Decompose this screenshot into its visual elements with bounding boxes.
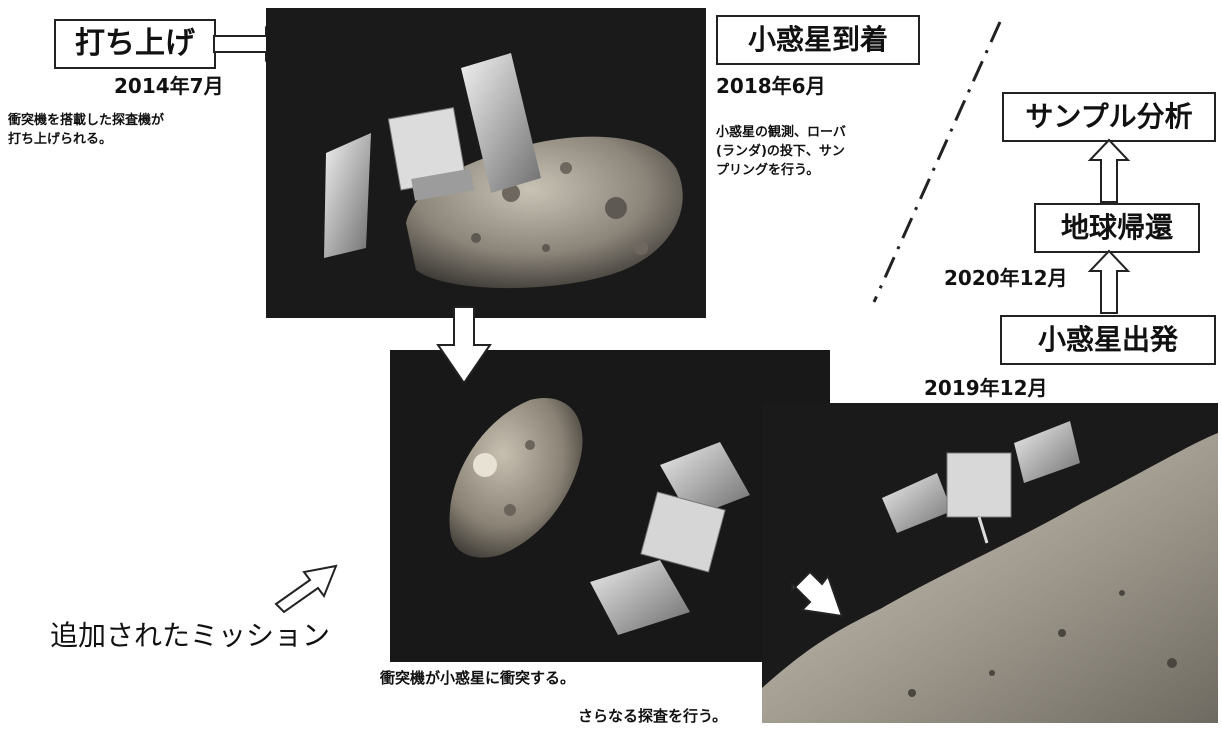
return-date: 2020年12月 — [944, 266, 1068, 290]
right-arrow-icon — [791, 570, 844, 618]
arrival-note-line-2: (ランダ)の投下、サン — [716, 143, 845, 159]
probe-body — [640, 491, 726, 573]
solar-panel-bottom — [590, 560, 690, 635]
launch-label: 打ち上げ — [75, 26, 195, 61]
impact-caption: 衝突機が小惑星に衝突する。 — [380, 669, 576, 687]
arrival-note: 小惑星の観測、ローバ (ランダ)の投下、サン プリングを行う。 — [716, 124, 846, 181]
launch-date: 2014年7月 — [114, 74, 224, 98]
arrival-note-line-1: 小惑星の観測、ローバ — [716, 125, 846, 140]
return-label: 地球帰還 — [1060, 211, 1173, 244]
photo-surface-exploration — [762, 403, 1218, 723]
solar-panel-right — [1014, 421, 1080, 483]
divider-line — [872, 21, 1002, 303]
arrival-date: 2018年6月 — [716, 74, 826, 98]
analysis-label-box: サンプル分析 — [1002, 92, 1216, 142]
departure-date: 2019年12月 — [924, 376, 1048, 400]
arrival-label: 小惑星到着 — [747, 23, 888, 56]
up-arrow-icon — [1087, 249, 1131, 314]
launch-note-line-1: 衝突機を搭載した探査機が — [8, 113, 165, 128]
launch-note-line-2: 打ち上げられる。 — [8, 131, 113, 147]
solar-panel-top — [461, 53, 541, 193]
additional-mission-label: 追加されたミッション — [50, 619, 331, 652]
asteroid-shape — [449, 398, 583, 558]
explore-caption: さらなる探査を行う。 — [578, 707, 728, 725]
departure-label-box: 小惑星出発 — [1000, 315, 1216, 365]
launch-label-box: 打ち上げ — [54, 19, 216, 69]
outline-arrow-icon — [274, 564, 338, 614]
down-arrow-icon — [436, 306, 492, 385]
photo-probe-approach — [266, 8, 706, 318]
asteroid-surface — [762, 433, 1218, 723]
solar-panel-left — [324, 133, 371, 258]
arrival-note-line-3: プリングを行う。 — [716, 162, 820, 178]
analysis-label: サンプル分析 — [1025, 100, 1193, 133]
up-arrow-icon — [1087, 138, 1131, 203]
solar-panel-left — [882, 473, 952, 533]
asteroid-shape — [406, 136, 683, 289]
arrival-label-box: 小惑星到着 — [716, 15, 920, 65]
departure-label: 小惑星出発 — [1037, 323, 1178, 356]
launch-note: 衝突機を搭載した探査機が 打ち上げられる。 — [8, 112, 164, 150]
return-label-box: 地球帰還 — [1034, 203, 1200, 253]
probe-body — [946, 452, 1012, 518]
photo-impactor — [390, 350, 830, 662]
